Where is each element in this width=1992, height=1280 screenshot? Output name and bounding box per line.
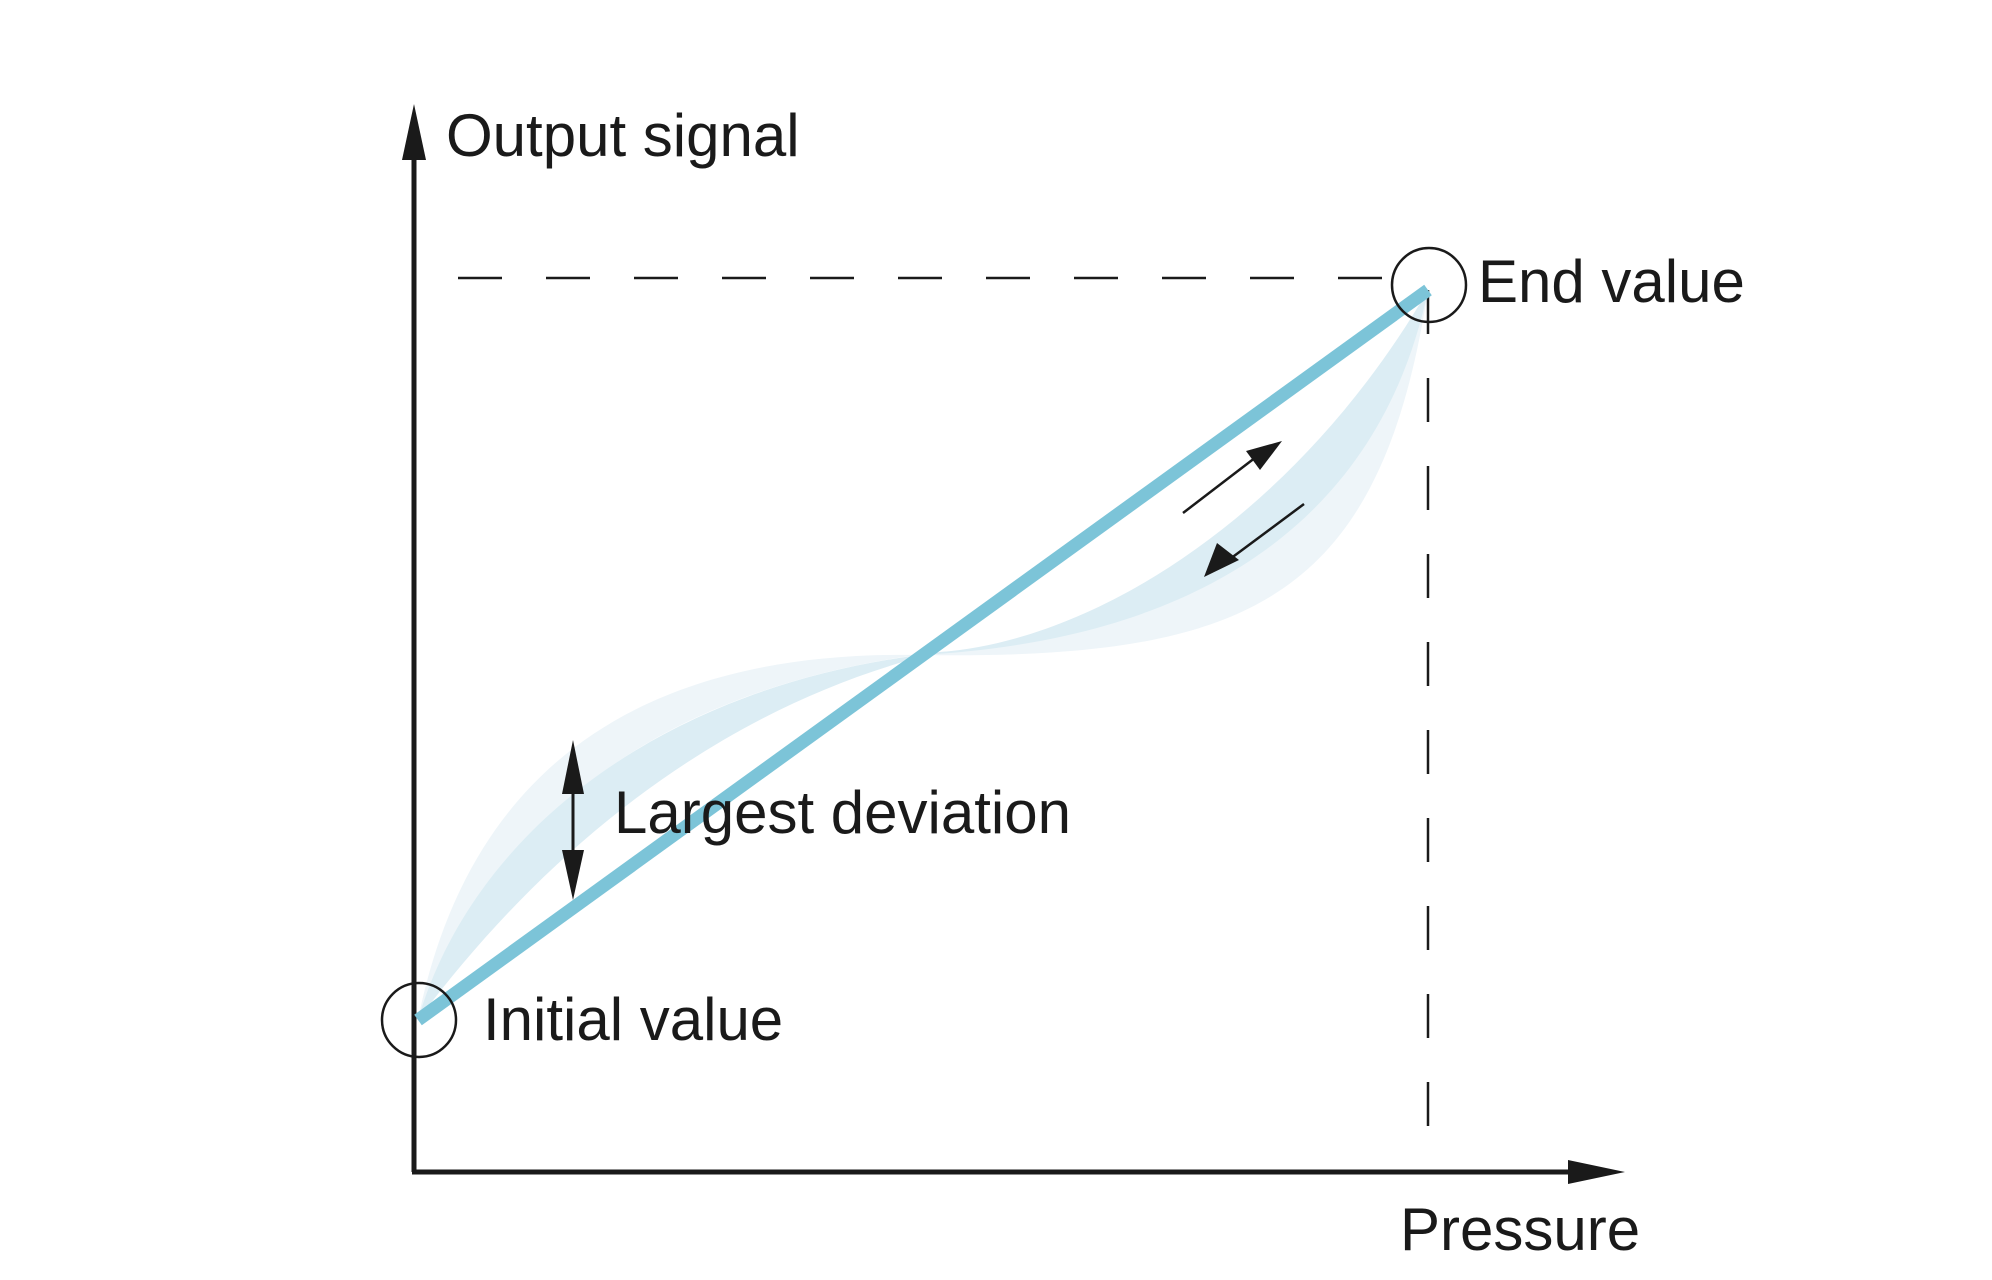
y-axis-label: Output signal bbox=[446, 102, 800, 169]
end-value-marker bbox=[1390, 246, 1468, 324]
largest-deviation-arrowhead-down bbox=[562, 850, 584, 900]
characteristic-line bbox=[414, 284, 1432, 1026]
falling-direction-arrowhead bbox=[1204, 543, 1239, 577]
largest-deviation-label: Largest deviation bbox=[614, 779, 1071, 846]
initial-value-marker bbox=[380, 981, 458, 1059]
y-axis-arrowhead bbox=[402, 104, 426, 160]
end-value-label: End value bbox=[1478, 248, 1745, 315]
rising-direction-arrowhead bbox=[1246, 441, 1282, 470]
rising-direction-arrow-shaft bbox=[1182, 453, 1261, 514]
initial-value-label: Initial value bbox=[483, 986, 783, 1053]
largest-deviation-arrowhead-up bbox=[562, 740, 584, 794]
x-axis-label: Pressure bbox=[1400, 1196, 1640, 1263]
falling-direction-arrow-shaft bbox=[1229, 502, 1305, 561]
x-axis-arrowhead bbox=[1568, 1160, 1625, 1184]
